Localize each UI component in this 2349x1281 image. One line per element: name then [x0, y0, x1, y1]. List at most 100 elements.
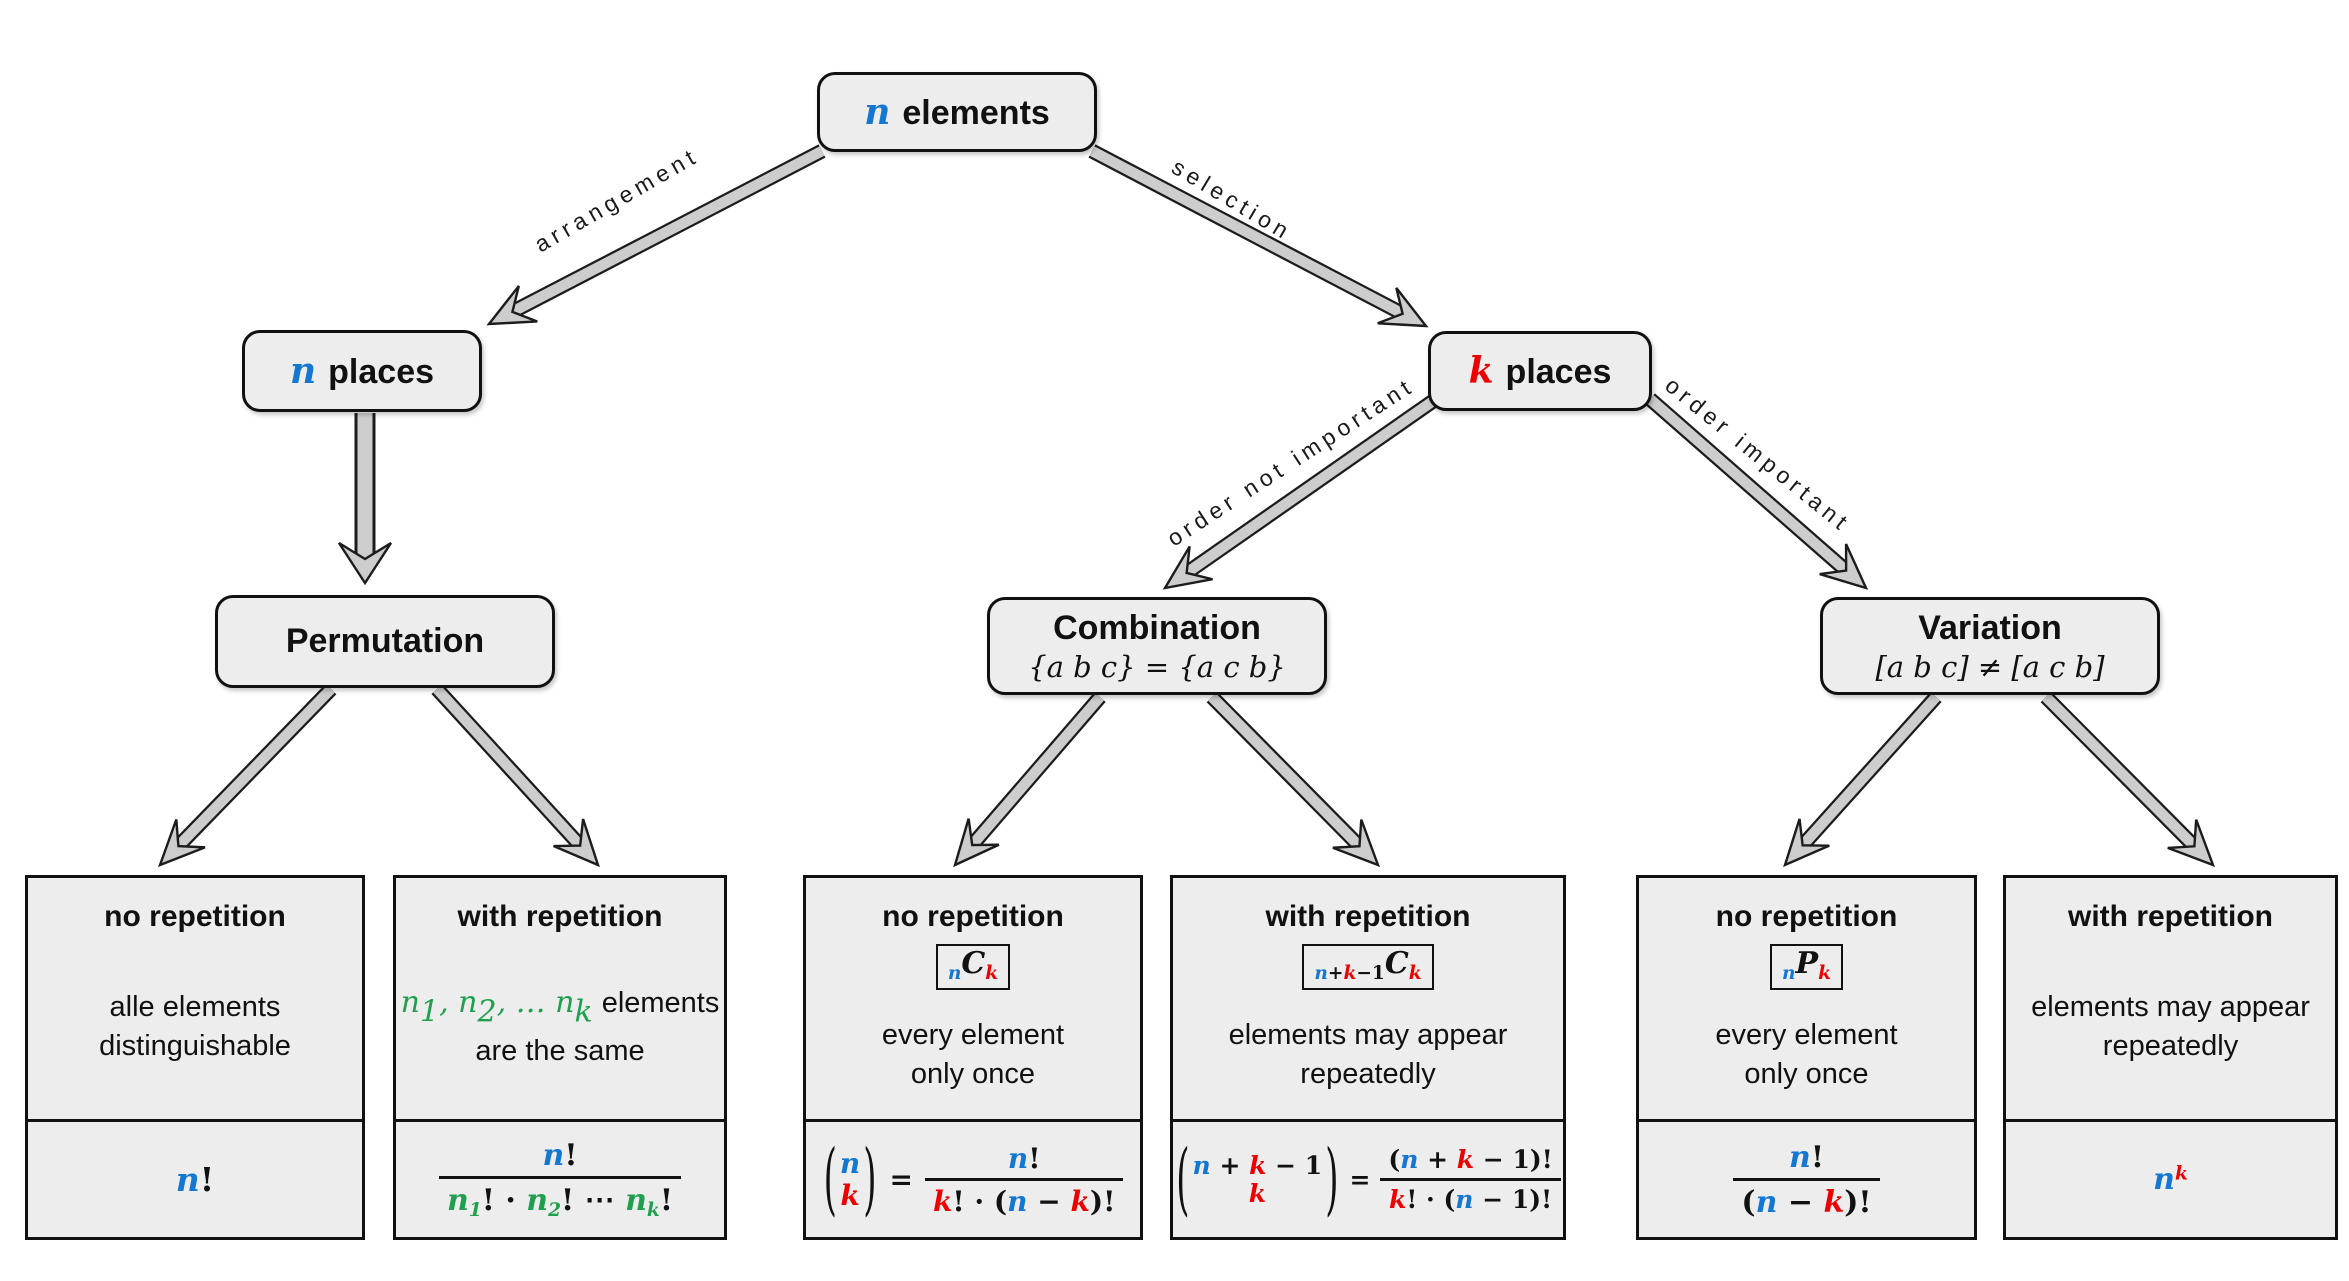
arrow-combination-to-leaf-3 [953, 692, 1106, 868]
math-op: ! · ( [952, 1184, 1008, 1218]
math-k: k [1343, 962, 1357, 984]
math-n: n [1007, 1141, 1029, 1175]
math-k: k [985, 962, 999, 984]
math-C: C [1384, 946, 1409, 981]
math-equals: = [1349, 1165, 1371, 1194]
math-sep: , [439, 984, 459, 1020]
math-k: k [1818, 962, 1831, 984]
math-n: n [1400, 1144, 1419, 1174]
math-sep: , … [496, 984, 556, 1020]
node-variation: Variation [a b c] ≠ [a c b] [1820, 597, 2160, 695]
math-nk: n [555, 984, 575, 1020]
math-k: k [1070, 1184, 1090, 1218]
math-factorial: ! [481, 1183, 495, 1219]
formula-badge-nCk: nCk [935, 944, 1011, 991]
desc-line: every element [881, 1019, 1065, 1052]
math-k: k [840, 1178, 860, 1212]
math-sub: 2 [477, 994, 497, 1030]
math-P: P [1795, 946, 1819, 981]
math-n: n [2153, 1162, 2175, 1197]
math-n: n [864, 91, 891, 133]
math-minus: − [1777, 1184, 1824, 1220]
math-n: n [1314, 962, 1328, 984]
math-k: k [1389, 1184, 1407, 1214]
leaf-title: no repetition [1715, 900, 1898, 933]
paren-left: ( [1176, 1133, 1190, 1226]
math-n: n [289, 350, 317, 392]
arrow-k-places-to-combination [1162, 392, 1441, 590]
arrow-root-to-n-places [486, 144, 826, 326]
leaf-formula: n! n1! · n2! ⋯ nk! [396, 1119, 724, 1237]
math-k: k [1249, 1150, 1267, 1180]
math-n: n [1192, 1150, 1211, 1180]
leaf-variation-no-repetition: no repetition n Pk every element only onc… [1636, 875, 1977, 1240]
desc-line: only once [1744, 1057, 1869, 1090]
math-one: 1 [1511, 1184, 1530, 1214]
math-sub: 2 [548, 1199, 562, 1221]
math-minus: − [1266, 1150, 1305, 1180]
math-one: 1 [1512, 1144, 1530, 1174]
leaf-variation-with-repetition: with repetition elements may appear repe… [2003, 875, 2338, 1240]
leaf-title: no repetition [104, 900, 286, 933]
math-dot: · [494, 1183, 527, 1219]
math-k: k [932, 1184, 953, 1218]
arrow-variation-to-leaf-5 [1783, 691, 1942, 868]
math-sub: 1 [419, 994, 440, 1030]
math-k: k [1248, 1178, 1267, 1208]
math-k: k [1408, 962, 1422, 984]
math-k: k [2174, 1163, 2188, 1185]
math-op: )! [1089, 1184, 1116, 1218]
node-subtitle: {a b c} = {a c b} [1028, 649, 1286, 684]
math-n: n [1789, 1139, 1811, 1175]
math-op: )! [1844, 1184, 1872, 1220]
leaf-title: no repetition [882, 900, 1064, 933]
leaf-title: with repetition [2068, 900, 2273, 933]
leaf-combination-with-repetition: with repetition n+k−1Ck elements may app… [1170, 875, 1566, 1240]
fraction: n! k! · (n − k)! [924, 1141, 1124, 1218]
math-factorial: ! [659, 1183, 673, 1219]
math-minus: − [1473, 1184, 1512, 1214]
leaf-description: every element only once [1715, 1016, 1897, 1093]
math-paren: ( [1388, 1144, 1401, 1174]
node-label: elements [902, 94, 1050, 132]
math-paren: ( [1741, 1184, 1756, 1220]
node-title: Variation [1918, 608, 2062, 647]
node-permutation: Permutation [215, 595, 555, 688]
arrow-n-places-to-permutation [337, 413, 393, 586]
desc-line: every element [1715, 1019, 1898, 1052]
leaf-description: elements may appear repeatedly [1229, 1016, 1508, 1093]
desc-tail: elements [601, 986, 720, 1019]
math-factorial: ! [561, 1183, 575, 1219]
math-sub: k [574, 994, 593, 1030]
node-combination: Combination {a b c} = {a c b} [987, 597, 1327, 695]
node-n-elements: n elements [817, 72, 1097, 152]
leaf-description: every element only once [882, 1016, 1064, 1093]
math-n2: n [458, 984, 478, 1020]
math-op: )! [1529, 1184, 1553, 1214]
math-plus: + [1327, 962, 1344, 984]
leaf-title: with repetition [457, 900, 663, 933]
node-title: Combination [1053, 608, 1261, 647]
arrow-variation-to-leaf-6 [2040, 691, 2216, 868]
math-sub: k [646, 1199, 660, 1221]
desc-line: only once [910, 1057, 1036, 1090]
node-title: Permutation [285, 622, 485, 660]
math-n: n [1007, 1184, 1028, 1218]
node-subtitle: [a b c] ≠ [a c b] [1875, 649, 2105, 684]
paren-right: ) [863, 1133, 877, 1226]
leaf-formula: n! [28, 1119, 362, 1237]
arrow-permutation-to-leaf-1 [157, 683, 337, 868]
math-n1: n [447, 1183, 469, 1219]
math-C: C [961, 946, 986, 981]
math-n1: n [400, 984, 420, 1020]
paren-right: ) [1325, 1133, 1339, 1226]
leaf-formula: n! (n − k)! [1639, 1119, 1974, 1237]
math-factorial: ! [1028, 1141, 1041, 1175]
math-op: )! [1529, 1144, 1553, 1174]
